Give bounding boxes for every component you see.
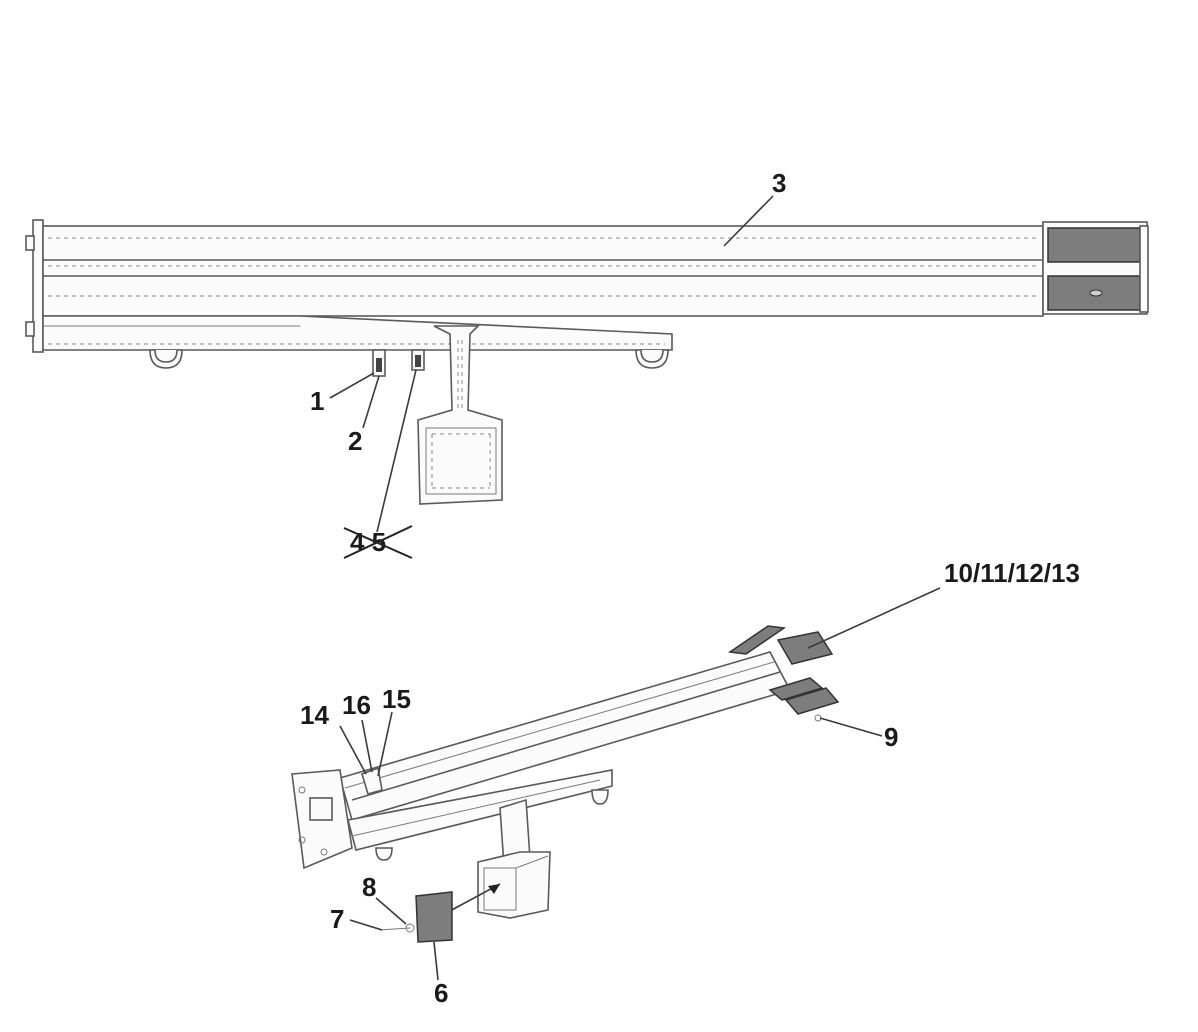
end-plate-bolt-top (25, 235, 35, 251)
callout-15: 15 (382, 684, 411, 714)
leader-lines-bottom (339, 587, 941, 981)
callout-2: 2 (348, 426, 362, 456)
bracket-plate-outline (425, 427, 497, 495)
iso-fitting-14-16 (361, 766, 383, 795)
crossed-out-mark (343, 525, 413, 559)
leader-lines-top (329, 195, 774, 533)
boom-side-view (25, 219, 1149, 505)
callout-16: 16 (342, 690, 371, 720)
callout-7: 7 (330, 904, 344, 934)
callout-14: 14 (300, 700, 329, 730)
wear-pad-upper (1047, 227, 1141, 263)
boom-tube (42, 225, 1044, 317)
callout-10-13: 10/11/12/13 (944, 558, 1080, 588)
callout-8: 8 (362, 872, 376, 902)
part-7-bolt (379, 927, 411, 931)
wear-pad-13 (784, 687, 840, 715)
boom-isometric-view (291, 625, 840, 943)
lower-tapered-beam (42, 315, 673, 351)
hanging-bracket (417, 325, 503, 505)
wear-pad-hole (1089, 289, 1103, 297)
iso-bracket-box (477, 851, 551, 919)
callout-3: 3 (772, 168, 786, 198)
part-6-plate (415, 891, 453, 943)
wear-pad-11 (776, 631, 834, 665)
wear-pad-10 (727, 625, 787, 655)
end-plate-bolt-bottom (25, 321, 35, 337)
callout-6: 6 (434, 978, 448, 1008)
part-8-washer (405, 923, 415, 933)
callout-9: 9 (884, 722, 898, 752)
wear-pad-12 (768, 677, 824, 701)
iso-lower-beam (347, 769, 613, 851)
callout-1: 1 (310, 386, 324, 416)
